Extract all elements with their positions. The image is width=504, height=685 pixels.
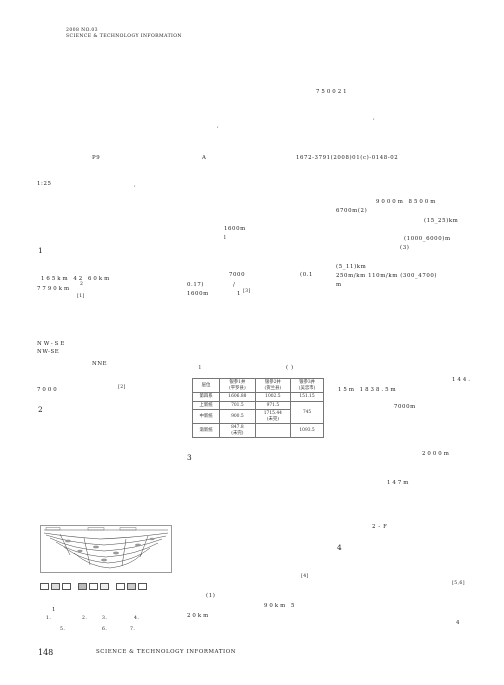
depth-7000-right: 7000m <box>394 404 416 410</box>
journal-issue: 2008 NO.03 <box>66 28 98 33</box>
reference-4: [4] <box>301 574 309 579</box>
figure-legend <box>40 576 172 590</box>
legend-label-6: 6. <box>102 627 108 632</box>
legend-label-1: 1. <box>46 616 52 621</box>
comma-mark: , <box>217 123 220 129</box>
superscript-2: 2 <box>80 282 84 287</box>
table-cell: 1093.5 <box>290 423 324 438</box>
table-header-cell: 银参3井 (吴忠市) <box>290 378 324 393</box>
table-cell: 上新统 <box>191 400 221 410</box>
table-row: 第四系 1606.88 1002.5 151.15 <box>191 392 324 402</box>
reference-2: [2] <box>118 385 126 390</box>
table-cell <box>254 423 292 438</box>
number-144: 144. <box>452 377 473 383</box>
basin-cross-section-figure <box>40 525 172 573</box>
table-title: l <box>199 365 202 371</box>
table-cell: 745 <box>290 400 324 424</box>
table-cell: 151.15 <box>290 392 324 402</box>
depth-7000: 7000 <box>37 387 59 393</box>
item-3: (3) <box>400 245 410 251</box>
well-thickness-table: 层位 银参1井 (平罗县) 银参2井 (贺兰县) 银参3井 (吴忠市) 第四系 … <box>191 378 324 438</box>
ratio-open: (0.1 <box>300 272 314 278</box>
reference-1: [1] <box>77 294 85 299</box>
letter-l: l <box>224 235 227 241</box>
table-row: 上新统 701.5 971.5 745 <box>191 400 324 424</box>
classification-p9: P9 <box>92 155 101 161</box>
area-text: 7790km <box>37 286 72 292</box>
table-cell: 971.5 <box>254 400 292 410</box>
table-cell: 第四系 <box>191 392 221 402</box>
table-unit: ( ) <box>286 365 294 371</box>
depth-147: 147m <box>387 480 411 486</box>
legend-label-7: 7. <box>130 627 136 632</box>
direction-nne: NNE <box>92 361 108 367</box>
distance-90km: 90km 5 <box>264 603 297 609</box>
table-header-cell: 层位 <box>191 378 221 393</box>
label-2f: 2 - F <box>372 524 388 530</box>
depth-7000-mid: 7000 <box>229 272 246 278</box>
table-cell: 847.8 (未完) <box>219 423 256 438</box>
table-cell: 1606.88 <box>219 392 256 402</box>
gradient-row: 250m/km 110m/km (300_4700) <box>336 273 438 279</box>
number-4: 4 <box>456 620 461 626</box>
ratio-close: 0.17) <box>187 282 205 288</box>
comma-mark: , <box>373 115 376 121</box>
table-cell: 1002.5 <box>254 392 292 402</box>
table-header-cell: 银参1井 (平罗县) <box>219 378 256 393</box>
reference-3: [3] <box>243 289 251 294</box>
depth-row: 15m 1838.5m <box>338 387 398 393</box>
table-cell: 900.5 <box>219 409 256 424</box>
table-header-row: 层位 银参1井 (平罗县) 银参2井 (贺兰县) 银参3井 (吴忠市) <box>191 378 324 393</box>
section-heading-1: 1 <box>38 246 43 255</box>
direction-nw-se-2: NW-SE <box>37 349 60 355</box>
table-cell: 1715.44 (未完) <box>254 409 292 424</box>
range-row: (5_11)km <box>336 264 367 270</box>
item-1: (1) <box>206 593 216 599</box>
table-cell: 渐新统 <box>191 423 221 438</box>
table-row: 渐新统 847.8 (未完) 1093.5 <box>191 423 324 438</box>
journal-title-footer: SCIENCE & TECHNOLOGY INFORMATION <box>96 649 237 655</box>
legend-label-3: 3. <box>102 616 108 621</box>
comma-mark: , <box>134 182 137 188</box>
page-number: 148 <box>38 648 54 657</box>
range-row: (15_25)km <box>424 218 459 224</box>
table-cell: 701.5 <box>219 400 256 410</box>
scale-text: 1:25 <box>37 181 52 187</box>
document-code-a: A <box>202 155 207 161</box>
table-cell: 中新统 <box>191 409 221 424</box>
number-1: 1 <box>237 291 242 297</box>
article-id: 1672-3791(2008)01(c)-0148-02 <box>296 155 399 161</box>
range-row: (1000_6000)m <box>404 236 451 242</box>
reference-5-6: [5,6] <box>452 581 465 586</box>
legend-label-4: 4. <box>134 616 140 621</box>
unit-m: m <box>336 282 342 288</box>
legend-label-2: 2. <box>82 616 88 621</box>
depth-row: 9000m 8500m <box>376 199 438 205</box>
postcode: 750021 <box>316 89 349 95</box>
depth-row: 6700m(2) <box>336 208 368 214</box>
table-row: 中新统 900.5 1715.44 (未完) <box>191 409 324 424</box>
legend-label-5: 5. <box>60 627 66 632</box>
length-text: 165km 42 60km <box>41 276 112 282</box>
direction-nw-se: NW-SE <box>37 341 67 347</box>
figure-caption-number: 1 <box>52 607 57 613</box>
slash-mark: / <box>233 282 236 288</box>
depth-2000: 2000m <box>422 451 451 457</box>
distance-20km: 20km <box>187 613 211 619</box>
depth-1600: 1600m <box>224 226 246 232</box>
journal-title-header: SCIENCE & TECHNOLOGY INFORMATION <box>66 34 182 39</box>
section-heading-2: 2 <box>38 405 43 414</box>
section-heading-4: 4 <box>337 543 342 552</box>
section-heading-3: 3 <box>187 453 192 462</box>
depth-1600b: 1600m <box>187 291 209 297</box>
table-header-cell: 银参2井 (贺兰县) <box>254 378 292 393</box>
